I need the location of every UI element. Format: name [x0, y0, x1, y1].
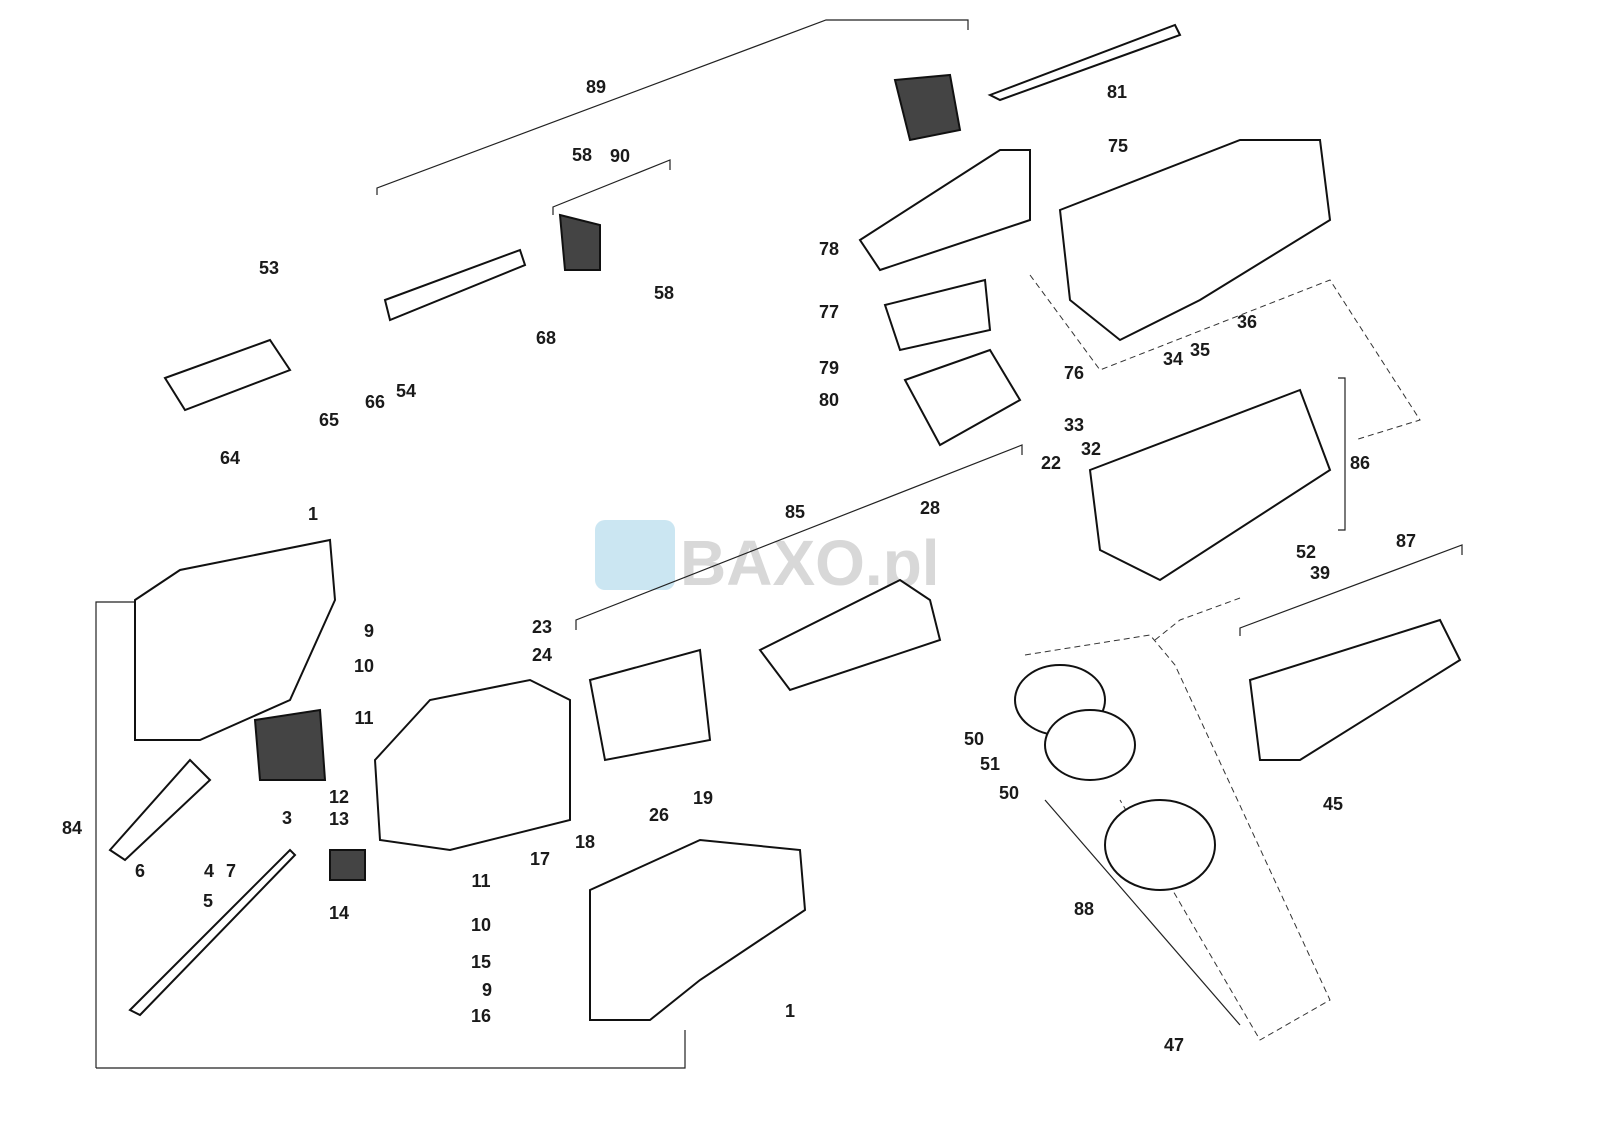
plunger: [383, 248, 527, 322]
armature: [758, 578, 942, 692]
callout-label-86: 86: [1350, 453, 1370, 473]
bearing-housing: [893, 73, 962, 142]
callout-label-51: 51: [980, 754, 1000, 774]
callout-label-9: 9: [482, 980, 492, 1000]
callout-label-13: 13: [329, 809, 349, 829]
callout-label-89: 89: [586, 77, 606, 97]
callout-label-39: 39: [1310, 563, 1330, 583]
callout-label-1: 1: [785, 1001, 795, 1021]
callout-label-9: 9: [364, 621, 374, 641]
callout-label-18: 18: [575, 832, 595, 852]
callout-label-58: 58: [654, 283, 674, 303]
callout-label-28: 28: [920, 498, 940, 518]
callout-label-11: 11: [471, 871, 490, 891]
field: [588, 648, 712, 762]
cord: [128, 848, 297, 1017]
callout-label-90: 90: [610, 146, 630, 166]
callout-label-33: 33: [1064, 415, 1084, 435]
callout-label-11: 11: [354, 708, 373, 728]
callout-label-36: 36: [1237, 312, 1257, 332]
callout-label-78: 78: [819, 239, 839, 259]
callout-label-16: 16: [471, 1006, 491, 1026]
callout-label-76: 76: [1064, 363, 1084, 383]
callout-label-50: 50: [999, 783, 1019, 803]
gear-case: [1088, 388, 1332, 582]
callout-label-84: 84: [62, 818, 82, 838]
callout-label-22: 22: [1041, 453, 1061, 473]
callout-label-7: 7: [226, 861, 236, 881]
callout-label-5: 5: [203, 891, 213, 911]
callout-label-10: 10: [354, 656, 374, 676]
callout-label-17: 17: [530, 849, 550, 869]
callout-label-34: 34: [1163, 349, 1183, 369]
callout-label-50: 50: [964, 729, 984, 749]
callout-label-58: 58: [572, 145, 592, 165]
switch: [253, 708, 327, 781]
callout-label-14: 14: [329, 903, 349, 923]
plate: [883, 278, 992, 352]
saw-blade: [987, 23, 1182, 102]
callout-label-15: 15: [471, 952, 491, 972]
callout-label-32: 32: [1081, 439, 1101, 459]
callout-label-4: 4: [204, 861, 214, 881]
callout-label-35: 35: [1190, 340, 1210, 360]
cord-guard: [108, 758, 212, 862]
handle-cover: [589, 838, 807, 1021]
callout-label-12: 12: [329, 787, 349, 807]
handle-half: [134, 538, 337, 741]
housing-cover: [1248, 618, 1462, 761]
callout-label-10: 10: [471, 915, 491, 935]
cover: [903, 348, 1022, 447]
gear-housing: [1058, 139, 1332, 342]
brush: [329, 849, 366, 881]
callout-label-80: 80: [819, 390, 839, 410]
shoe-guard: [858, 149, 1031, 272]
bracket-lines: [95, 19, 1463, 1069]
motor-housing: [373, 678, 571, 852]
callout-label-24: 24: [532, 645, 552, 665]
callout-label-85: 85: [785, 502, 805, 522]
callout-label-65: 65: [319, 410, 339, 430]
callout-label-6: 6: [135, 861, 145, 881]
block: [558, 213, 601, 271]
callout-label-45: 45: [1323, 794, 1343, 814]
callout-label-26: 26: [649, 805, 669, 825]
callout-label-1: 1: [308, 504, 318, 524]
callout-label-19: 19: [693, 788, 713, 808]
parts-drawings: [108, 23, 1462, 1021]
callout-label-68: 68: [536, 328, 556, 348]
callout-label-3: 3: [282, 808, 292, 828]
callout-label-88: 88: [1074, 899, 1094, 919]
callout-label-75: 75: [1108, 136, 1128, 156]
callout-label-64: 64: [220, 448, 240, 468]
callout-label-77: 77: [819, 302, 839, 322]
callout-label-81: 81: [1107, 82, 1127, 102]
callout-label-53: 53: [259, 258, 279, 278]
wobble-plate: [1104, 799, 1216, 891]
shoe: [163, 338, 292, 412]
callout-label-79: 79: [819, 358, 839, 378]
callout-label-47: 47: [1164, 1035, 1184, 1055]
callout-label-54: 54: [396, 381, 416, 401]
callout-label-87: 87: [1396, 531, 1416, 551]
callout-label-23: 23: [532, 617, 552, 637]
callout-label-66: 66: [365, 392, 385, 412]
ring: [1044, 709, 1136, 781]
callout-label-52: 52: [1296, 542, 1316, 562]
